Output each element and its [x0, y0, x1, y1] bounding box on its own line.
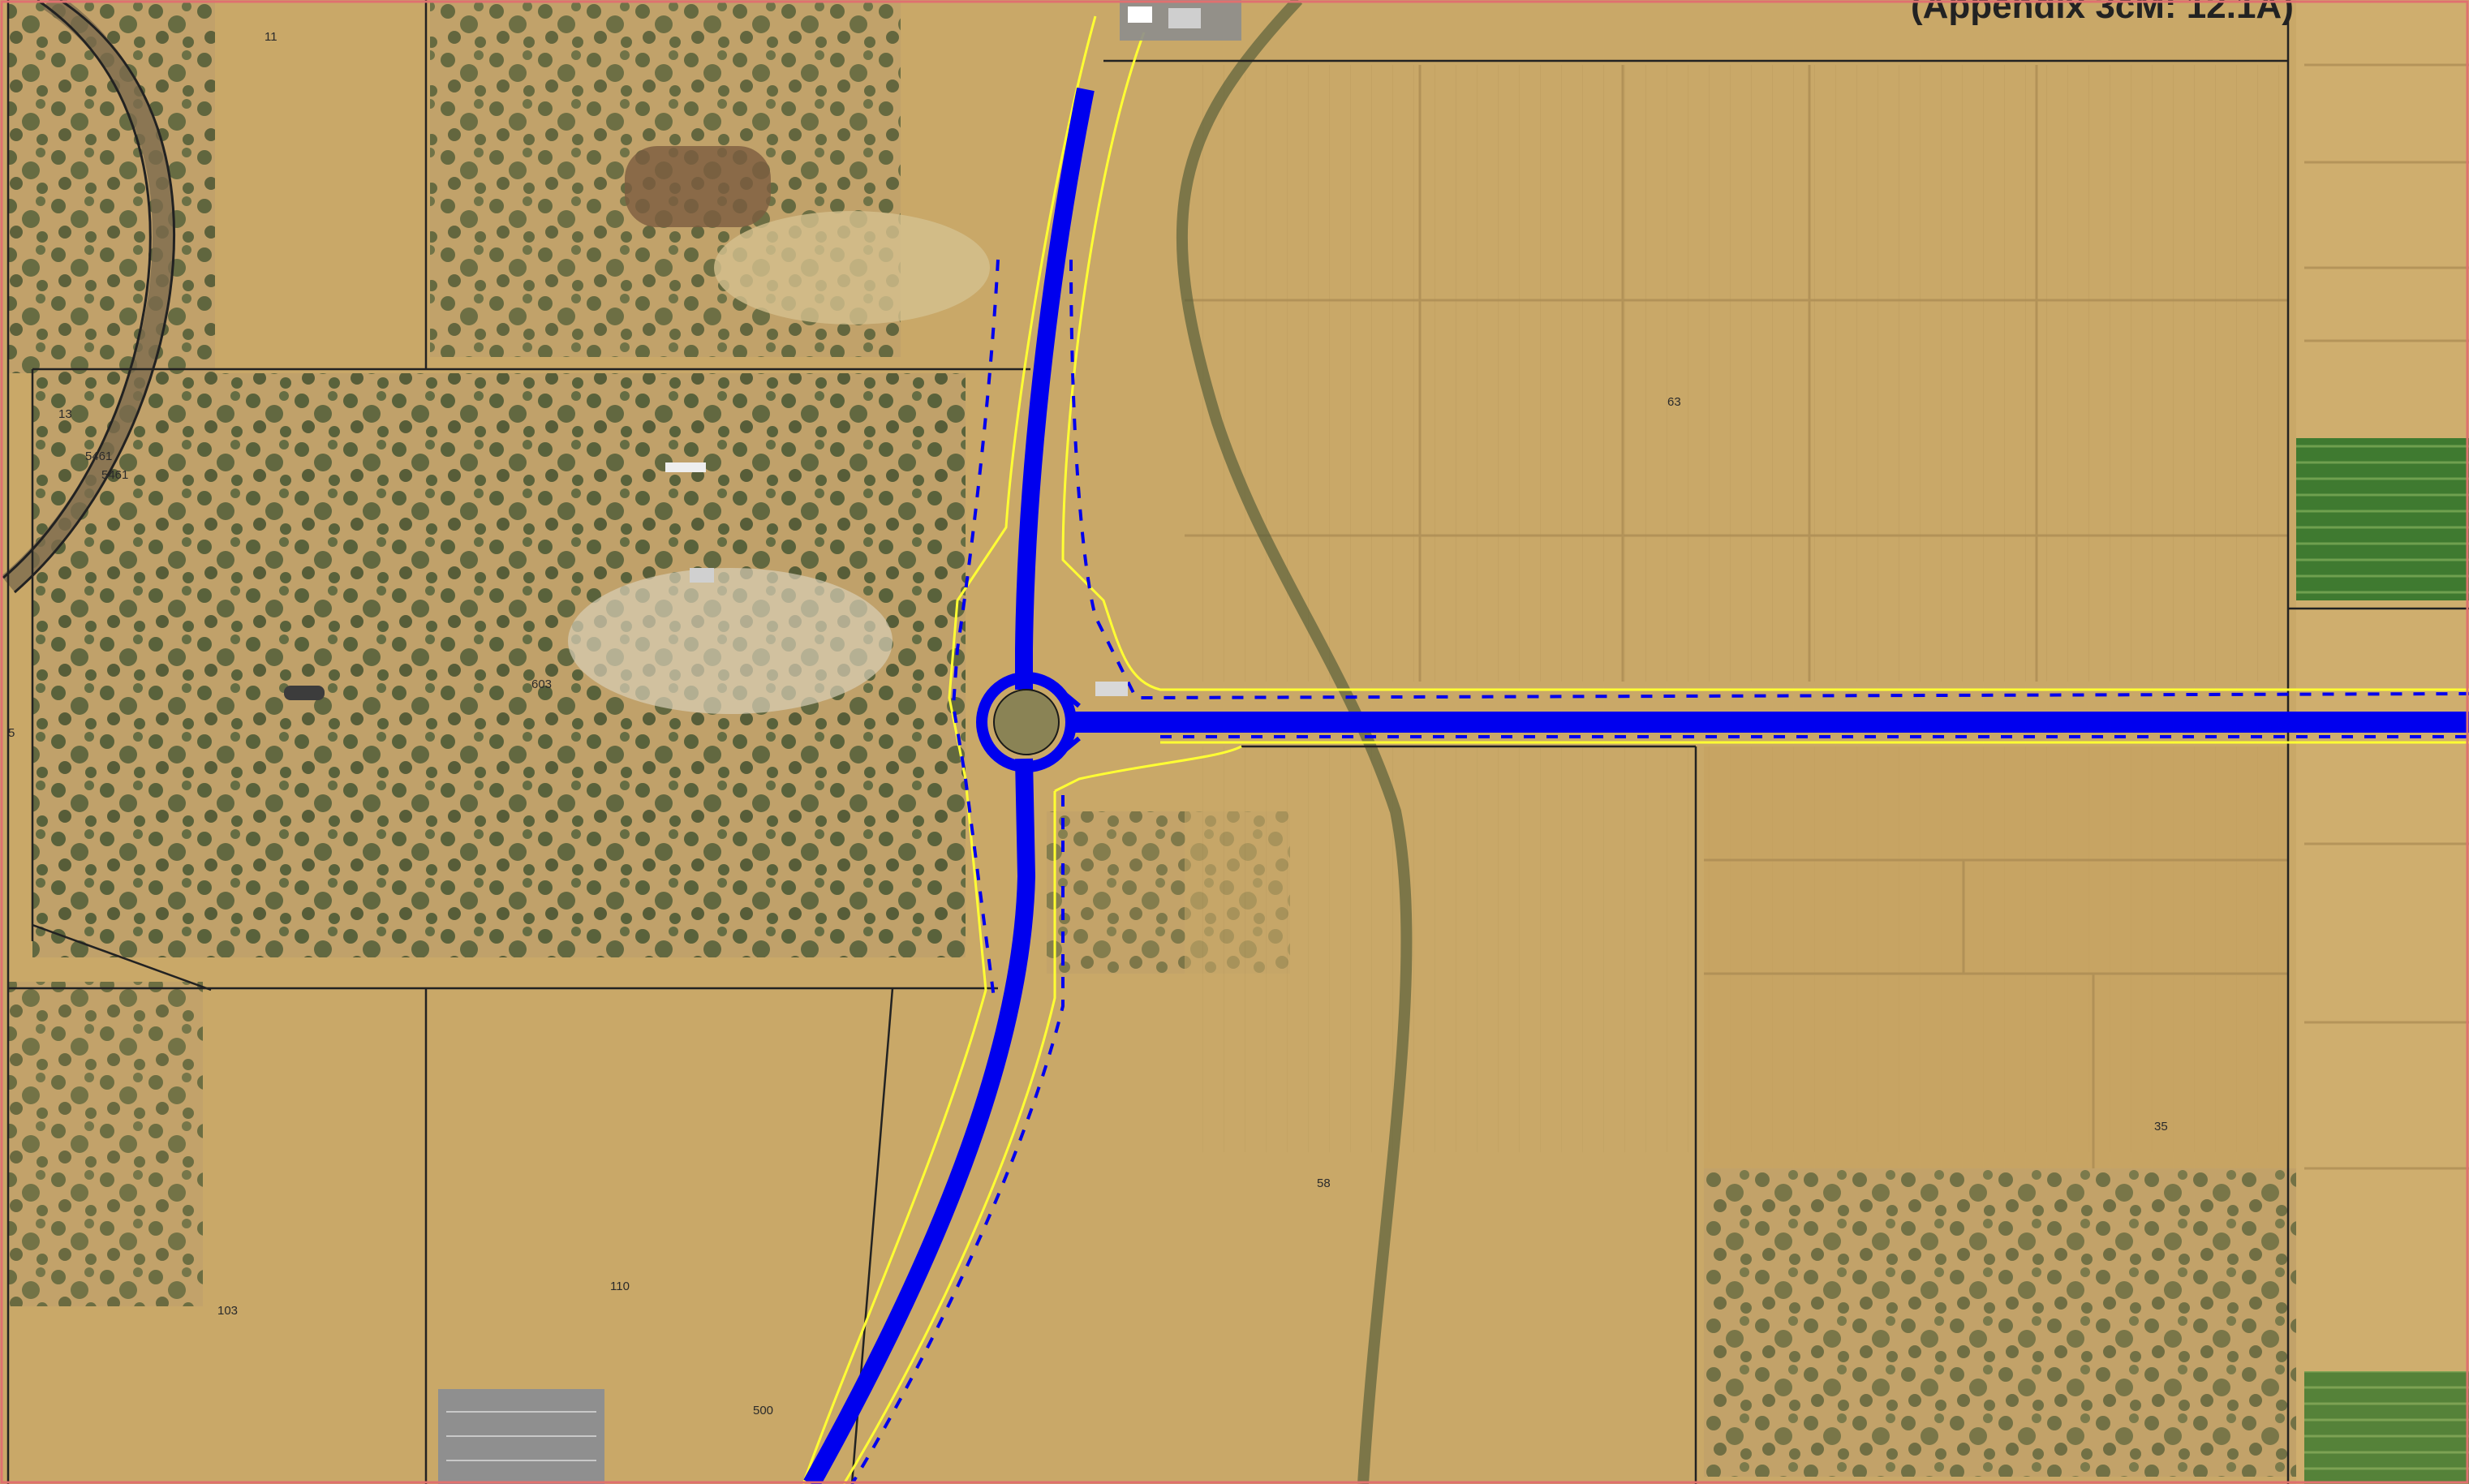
- lot-label-5461-a: 5461: [85, 450, 112, 463]
- design-road: [803, 87, 2469, 1484]
- lot-label-11: 11: [265, 30, 277, 44]
- buildings: [284, 0, 1241, 700]
- green-crop-paddock-south: [2304, 1371, 2469, 1484]
- roundabout-island: [993, 689, 1060, 755]
- lot-label-110: 110: [610, 1280, 630, 1293]
- lot-label-63: 63: [1667, 395, 1681, 409]
- south-carriageway: [803, 758, 1036, 1484]
- lot-label-603: 603: [531, 677, 552, 691]
- green-crop-paddock: [2296, 438, 2469, 600]
- paddock-grid: [1176, 0, 2469, 1484]
- lot-label-58: 58: [1317, 1176, 1331, 1190]
- road-reserve-lines: [802, 15, 2469, 1484]
- verge-dashed-lines: [850, 259, 2469, 1484]
- north-carriageway: [1015, 87, 1095, 690]
- appendix-title: (Appendix 3cM: 12.1A): [1911, 0, 2294, 26]
- lot-label-edge: 5: [8, 726, 15, 740]
- lot-label-13: 13: [58, 407, 72, 421]
- lot-label-500: 500: [753, 1404, 773, 1417]
- creek-line: [1176, 0, 1413, 1484]
- lot-labels: 11 13 5461 5461 603 63 58 35 103 110 500…: [8, 30, 2168, 1417]
- lot-label-103: 103: [217, 1304, 238, 1318]
- cadastral-boundaries: [6, 0, 2469, 1484]
- carpark: [438, 1389, 604, 1484]
- lot-label-35: 35: [2154, 1120, 2168, 1133]
- railway-curve: [1, 0, 176, 594]
- roundabout: [976, 672, 1077, 772]
- lot-label-5461-b: 5461: [101, 468, 128, 482]
